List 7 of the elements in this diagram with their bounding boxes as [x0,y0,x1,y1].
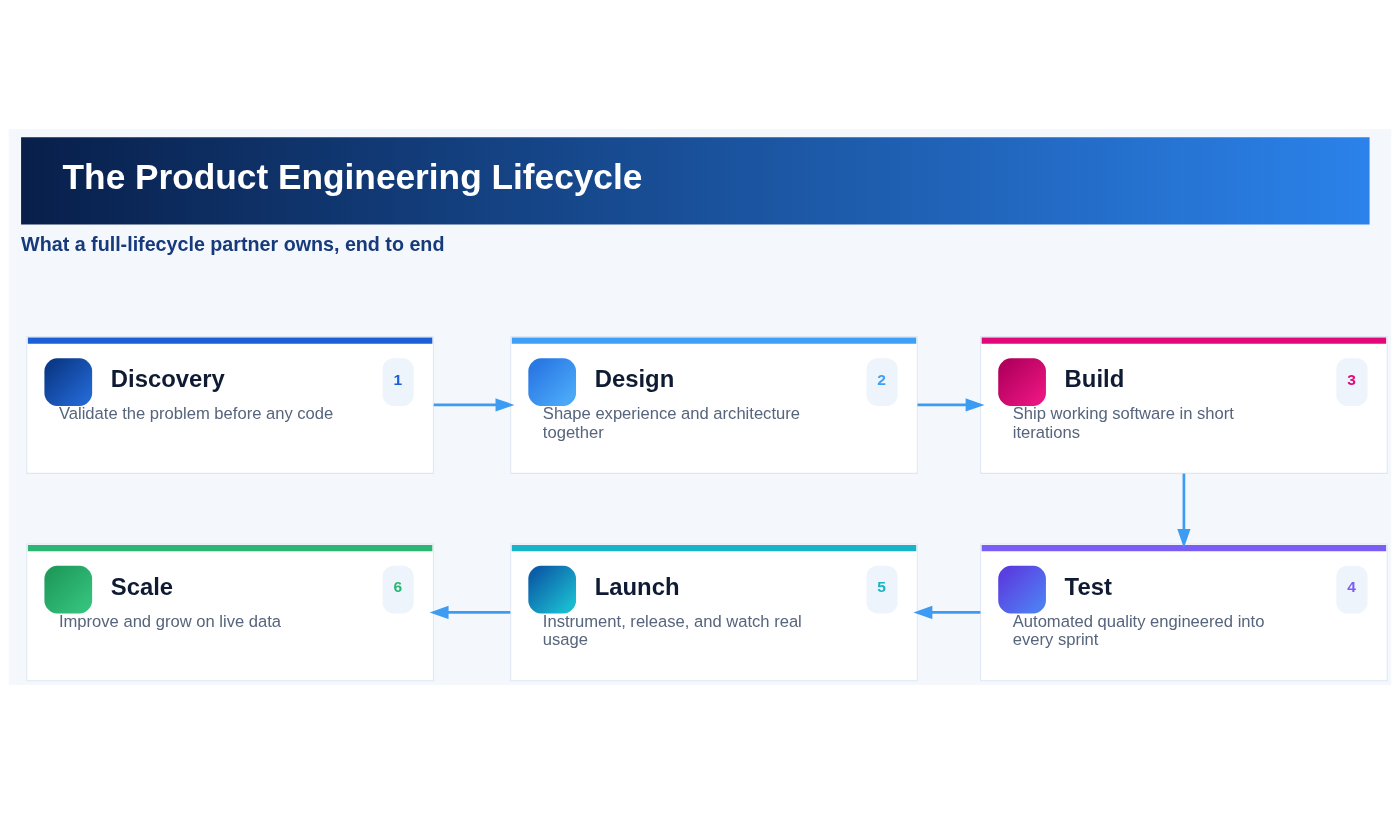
diagram-title: The Product Engineering Lifecycle [62,156,643,196]
arrow [1177,473,1191,548]
arrow [433,398,515,412]
arrow [917,398,985,412]
label: What a full-lifecycle partner owns, end to end [21,233,445,256]
arrow [913,605,981,619]
arrow [429,605,511,619]
